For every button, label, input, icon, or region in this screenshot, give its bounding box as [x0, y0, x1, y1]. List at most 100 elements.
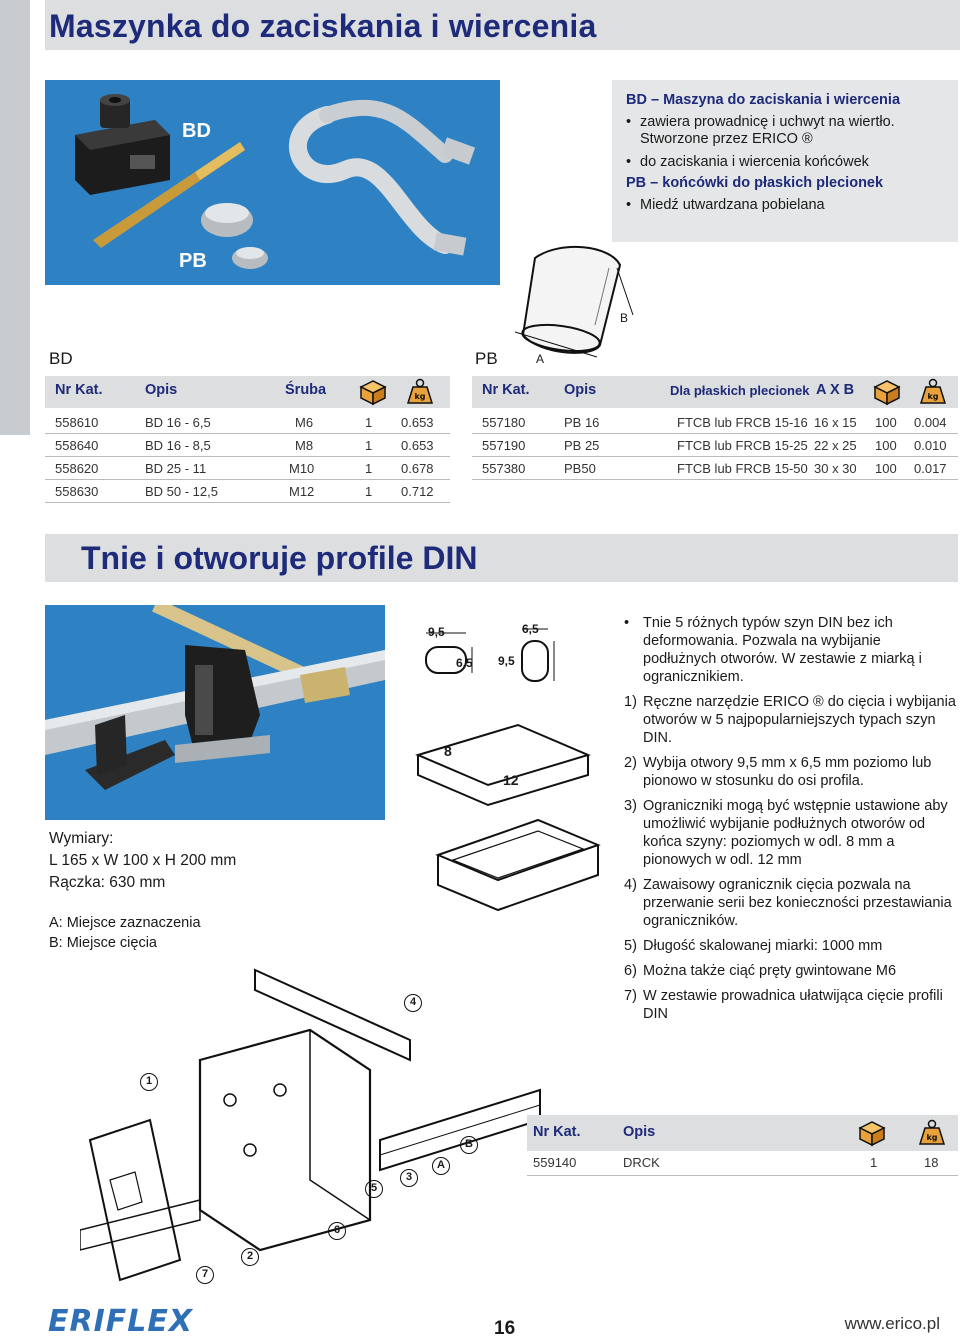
- box-quantity-icon: [858, 1121, 886, 1147]
- header-desc: Opis: [145, 382, 178, 398]
- diagram-label-b: B: [620, 311, 629, 325]
- header-cat: Nr Kat.: [55, 382, 103, 398]
- cell-flat-braid: FTCB lub FRCB 15-25: [677, 438, 808, 453]
- note-b: B: Miejsce cięcia: [49, 935, 157, 951]
- list-item: 1) Ręczne narzędzie ERICO ® do cięcia i w…: [624, 693, 958, 747]
- dim-label: 9,5: [428, 625, 445, 639]
- dim-label: 12: [503, 772, 519, 788]
- cell-axb: 16 x 15: [814, 415, 857, 430]
- cell-flat-braid: FTCB lub FRCB 15-16: [677, 415, 808, 430]
- header-axb: A X B: [816, 382, 855, 398]
- list-text: Wybija otwory 9,5 mm x 6,5 mm poziomo lu…: [643, 755, 932, 789]
- list-text: Zawaisowy ogranicznik cięcia pozwala na …: [643, 877, 952, 929]
- dim-label: 9,5: [498, 654, 515, 668]
- info-bullet: zawiera prowadnicę i uchwyt na wiertło. …: [626, 114, 944, 148]
- location-notes: A: Miejsce zaznaczenia B: Miejsce cięcia: [49, 913, 201, 953]
- svg-text:kg: kg: [926, 1133, 937, 1142]
- header-desc: Opis: [623, 1124, 656, 1140]
- cell-desc: BD 50 - 12,5: [145, 484, 218, 499]
- cell-desc: PB 25: [564, 438, 600, 453]
- cell-qty: 1: [365, 461, 373, 476]
- drck-table-header: Nr Kat. Opis kg: [527, 1115, 958, 1151]
- din-cutter-technical-drawing: [80, 968, 541, 1282]
- header-desc: Opis: [564, 382, 597, 398]
- svg-text:kg: kg: [414, 392, 425, 401]
- list-marker: 6): [624, 963, 637, 979]
- section-banner: Tnie i otworuje profile DIN: [45, 534, 958, 582]
- cell-desc: PB 16: [564, 415, 600, 430]
- cell-weight: 0.004: [914, 415, 947, 430]
- list-text: Długość skalowanej miarki: 1000 mm: [643, 938, 883, 954]
- list-item: 2)Wybija otwory 9,5 mm x 6,5 mm poziomo …: [624, 754, 958, 790]
- cell-cat: 557190: [482, 438, 526, 453]
- footer-url[interactable]: www.erico.pl: [844, 1314, 940, 1333]
- cell-axb: 22 x 25: [814, 438, 857, 453]
- cell-desc: BD 25 - 11: [145, 461, 207, 476]
- dimensions-text: Wymiary: L 165 x W 100 x H 200 mm Rączka…: [49, 828, 236, 894]
- cell-qty: 100: [875, 415, 897, 430]
- cell-qty: 1: [365, 438, 373, 453]
- list-marker: 1): [624, 694, 637, 710]
- table-row: 558630 BD 50 - 12,5 M12 1 0.712: [45, 481, 450, 503]
- diagram-label-a: A: [536, 352, 545, 366]
- cell-weight: 0.653: [401, 415, 434, 430]
- info-bd-heading: BD – Maszyna do zaciskania i wiercenia: [626, 92, 901, 108]
- table-row: 559140 DRCK 1 18: [527, 1152, 958, 1176]
- left-edge-strip: [0, 0, 30, 435]
- cell-weight: 0.010: [914, 438, 947, 453]
- box-quantity-icon: [359, 380, 387, 406]
- din-profile-drawing: [415, 628, 601, 912]
- cell-desc: DRCK: [623, 1155, 660, 1170]
- din-cutter-photo: [45, 605, 385, 820]
- photo-label-bd: BD: [182, 120, 211, 142]
- header-screw: Śruba: [285, 382, 327, 398]
- list-item: 3) Ograniczniki mogą być wstępnie ustawio…: [624, 797, 958, 869]
- table-row: 558610 BD 16 - 6,5 M6 1 0.653: [45, 412, 450, 434]
- cell-qty: 100: [875, 461, 897, 476]
- din-cutter-illustration: [45, 605, 385, 790]
- weight-icon: kg: [918, 1119, 946, 1145]
- list-text: Można także ciąć pręty gwintowane M6: [643, 963, 897, 979]
- bd-table-header: Nr Kat. Opis Śruba kg: [45, 376, 450, 408]
- note-a: A: Miejsce zaznaczenia: [49, 915, 201, 931]
- list-item: 4) Zawaisowy ogranicznik cięcia pozwala n…: [624, 876, 958, 930]
- weight-icon: kg: [919, 378, 947, 404]
- dim-label: 8: [444, 743, 452, 759]
- cell-desc: BD 16 - 6,5: [145, 415, 211, 430]
- header-flat-braid: Dla płaskich plecionek: [670, 383, 810, 398]
- svg-text:kg: kg: [927, 392, 938, 401]
- list-marker: •: [624, 615, 630, 631]
- product-photo-bd-pb: BD PB: [45, 80, 500, 285]
- callout-b: B: [460, 1136, 478, 1154]
- table-row: 557380 PB50 FTCB lub FRCB 15-50 30 x 30 …: [472, 458, 958, 480]
- cell-cat: 558610: [55, 415, 99, 430]
- cell-cat: 557180: [482, 415, 526, 430]
- list-marker: 3): [624, 798, 637, 814]
- list-text: Tnie 5 różnych typów szyn DIN bez ich de…: [643, 615, 922, 685]
- list-text: W zestawie prowadnica ułatwijąca cięcie …: [643, 988, 943, 1022]
- list-item: 5)Długość skalowanej miarki: 1000 mm: [624, 937, 958, 955]
- product-info-box: BD – Maszyna do zaciskania i wiercenia z…: [612, 80, 958, 242]
- list-text: Ograniczniki mogą być wstępnie ustawione…: [643, 798, 948, 868]
- cell-weight: 0.653: [401, 438, 434, 453]
- cell-desc: PB50: [564, 461, 596, 476]
- title-bar: Maszynka do zaciskania i wiercenia: [45, 0, 960, 50]
- cell-desc: BD 16 - 8,5: [145, 438, 211, 453]
- callout-5: 5: [365, 1180, 383, 1198]
- cell-cat: 558630: [55, 484, 99, 499]
- list-item: • Tnie 5 różnych typów szyn DIN bez ich d…: [624, 614, 958, 686]
- info-bullet: do zaciskania i wiercenia końcówek: [626, 152, 944, 174]
- table-row: 557180 PB 16 FTCB lub FRCB 15-16 16 x 15…: [472, 412, 958, 434]
- feature-list: • Tnie 5 różnych typów szyn DIN bez ich d…: [624, 614, 958, 1030]
- cell-cat: 559140: [533, 1155, 577, 1170]
- list-marker: 4): [624, 877, 637, 893]
- list-text: Ręczne narzędzie ERICO ® do cięcia i wyb…: [643, 694, 956, 746]
- callout-4: 4: [404, 994, 422, 1012]
- cell-weight: 0.678: [401, 461, 434, 476]
- cell-cat: 558640: [55, 438, 99, 453]
- weight-icon: kg: [406, 378, 434, 404]
- dim-label: 6,5: [522, 622, 539, 636]
- cell-weight: 0.712: [401, 484, 434, 499]
- table-row: 558620 BD 25 - 11 M10 1 0.678: [45, 458, 450, 480]
- cell-axb: 30 x 30: [814, 461, 857, 476]
